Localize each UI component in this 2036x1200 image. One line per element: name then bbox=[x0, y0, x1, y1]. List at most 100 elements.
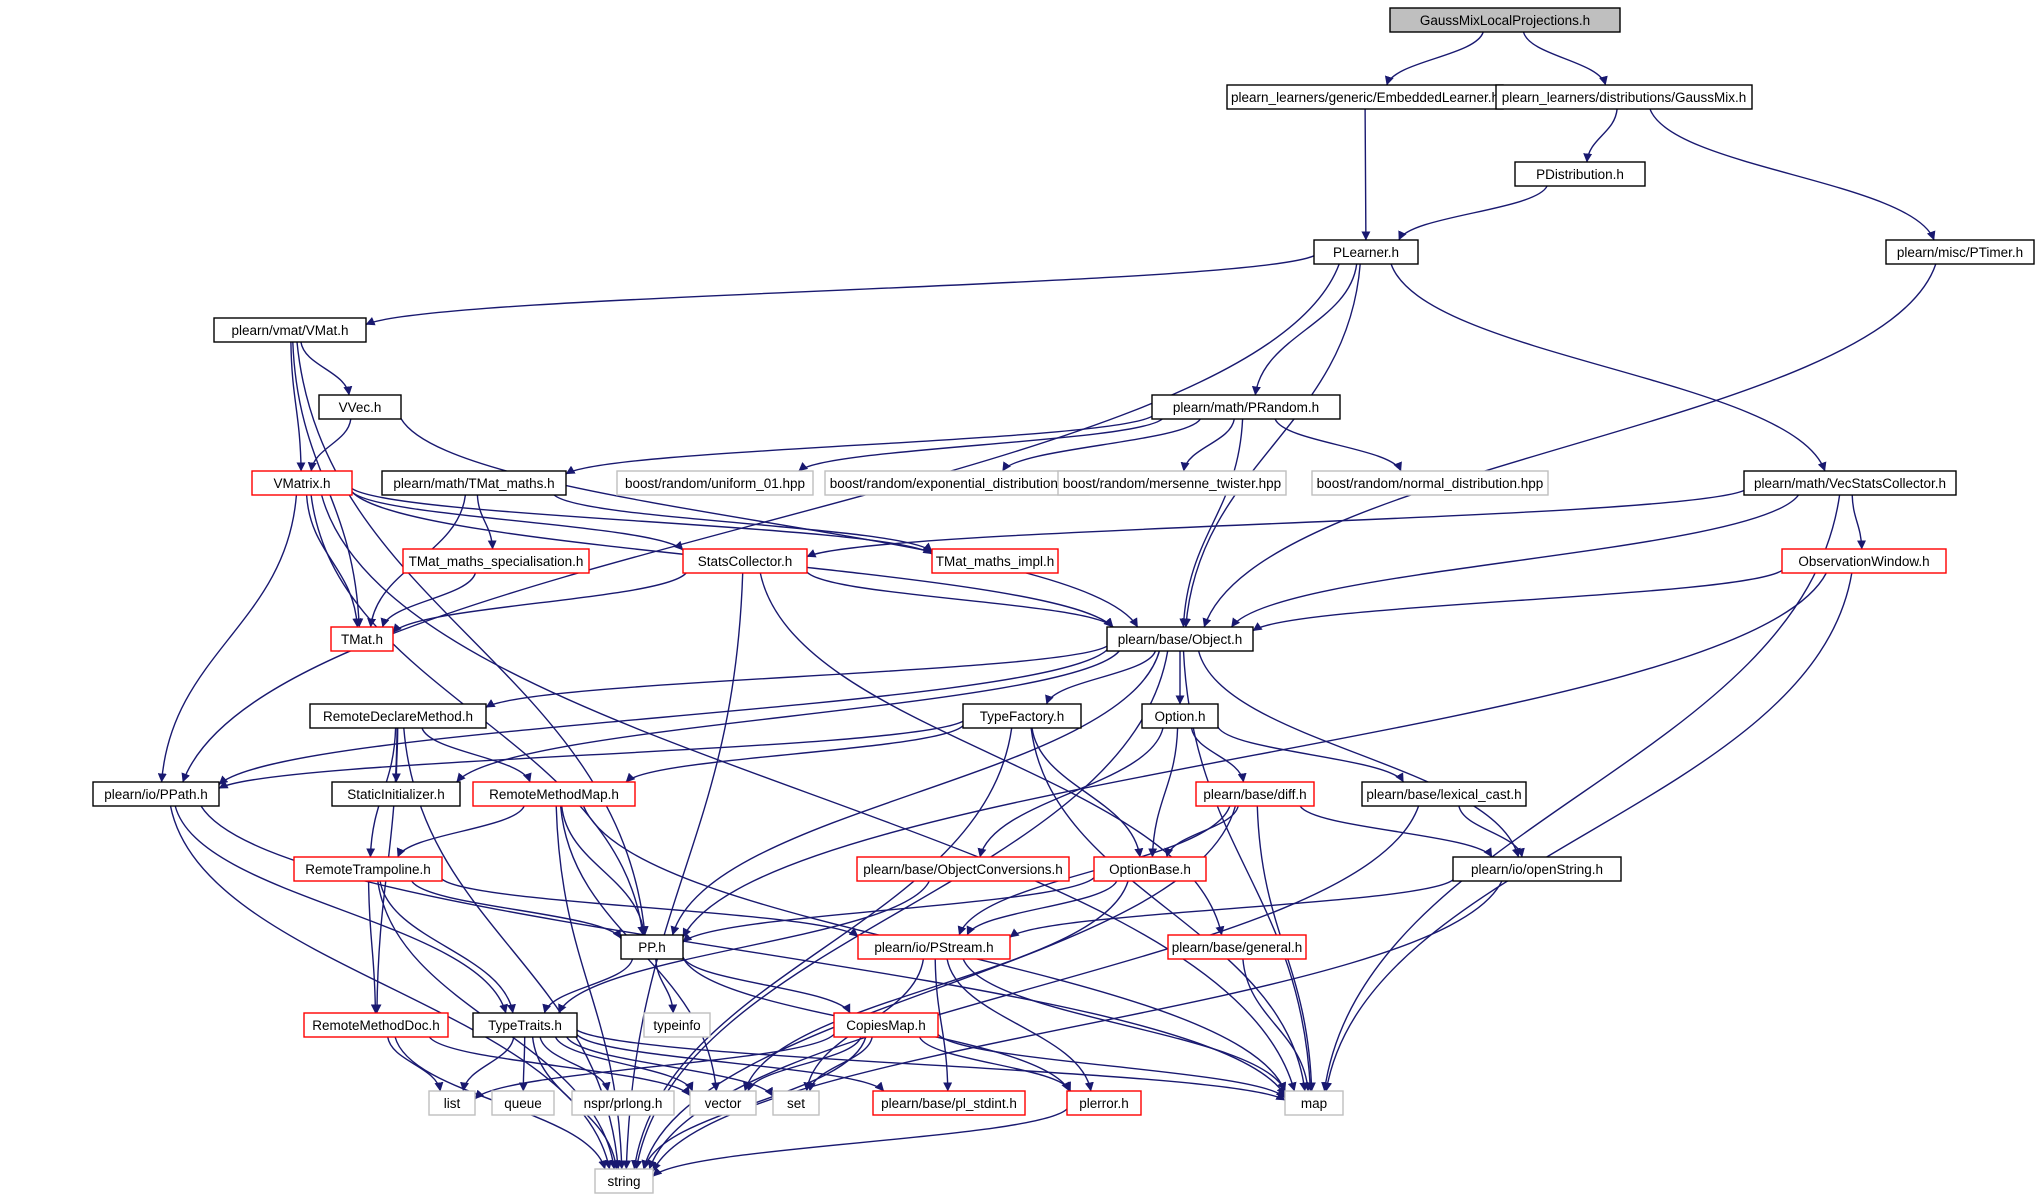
dependency-edge-n6-n34 bbox=[296, 341, 649, 936]
node-set[interactable]: set bbox=[772, 1090, 820, 1116]
node-plearn-io-ppath-h[interactable]: plearn/io/PPath.h bbox=[92, 781, 220, 807]
dependency-edge-n24-n28 bbox=[1190, 727, 1247, 783]
dependency-edge-n21-n22 bbox=[485, 645, 1108, 708]
node-observationwindow-h[interactable]: ObservationWindow.h bbox=[1781, 548, 1947, 574]
dependency-edge-n31-n38 bbox=[558, 880, 930, 1014]
dependency-edge-n9-n17 bbox=[351, 491, 684, 551]
node-option-h[interactable]: Option.h bbox=[1141, 703, 1219, 729]
dependency-edge-n10-n16 bbox=[476, 494, 497, 550]
node-remotemethodmap-h[interactable]: RemoteMethodMap.h bbox=[472, 781, 636, 807]
dependency-edge-n40-n45 bbox=[807, 1036, 873, 1092]
dependency-edge-n2-n3 bbox=[1583, 108, 1618, 163]
node-boost-random-mersenne-twister-hpp[interactable]: boost/random/mersenne_twister.hpp bbox=[1057, 470, 1287, 496]
node-typefactory-h[interactable]: TypeFactory.h bbox=[962, 703, 1082, 729]
node-plearn-learners-distributions-gaussmix-h[interactable]: plearn_learners/distributions/GaussMix.h bbox=[1495, 84, 1753, 110]
node-pp-h[interactable]: PP.h bbox=[620, 934, 684, 960]
node-vector[interactable]: vector bbox=[689, 1090, 757, 1116]
dependency-edge-n38-n41 bbox=[460, 1036, 515, 1092]
node-label: RemoteMethodMap.h bbox=[489, 787, 619, 802]
node-plearn-vmat-vmat-h[interactable]: plearn/vmat/VMat.h bbox=[213, 317, 367, 343]
node-label: plearn_learners/generic/EmbeddedLearner.… bbox=[1231, 90, 1499, 105]
dependency-edge-n32-n35 bbox=[966, 880, 1118, 936]
node-plearn-learners-generic-embeddedlearner-h[interactable]: plearn_learners/generic/EmbeddedLearner.… bbox=[1226, 84, 1504, 110]
dependency-edge-n7-n9 bbox=[307, 418, 352, 472]
node-plearn-base-objectconversions-h[interactable]: plearn/base/ObjectConversions.h bbox=[856, 856, 1070, 882]
dependency-edge-n9-n18 bbox=[351, 488, 933, 555]
node-plearn-base-general-h[interactable]: plearn/base/general.h bbox=[1167, 934, 1307, 960]
node-label: RemoteTrampoline.h bbox=[305, 862, 431, 877]
node-plearn-misc-ptimer-h[interactable]: plearn/misc/PTimer.h bbox=[1885, 239, 2035, 265]
node-statscollector-h[interactable]: StatsCollector.h bbox=[682, 548, 808, 574]
node-nspr-prlong-h[interactable]: nspr/prlong.h bbox=[571, 1090, 675, 1116]
node-box bbox=[472, 781, 636, 807]
dependency-edge-n4-n25 bbox=[181, 263, 1340, 783]
dependency-edge-n21-n23 bbox=[1045, 650, 1157, 705]
node-tmat-h[interactable]: TMat.h bbox=[330, 626, 394, 652]
node-string[interactable]: string bbox=[594, 1168, 654, 1194]
node-plearn-math-vecstatscollector-h[interactable]: plearn/math/VecStatsCollector.h bbox=[1743, 470, 1957, 496]
dependency-edge-n4-n6 bbox=[365, 255, 1315, 326]
dependency-edge-n38-n43 bbox=[539, 1036, 611, 1092]
node-label: VVec.h bbox=[339, 400, 382, 415]
node-plearn-math-prandom-h[interactable]: plearn/math/PRandom.h bbox=[1151, 394, 1341, 420]
dependency-edge-n9-n20 bbox=[305, 494, 362, 628]
node-tmat-maths-specialisation-h[interactable]: TMat_maths_specialisation.h bbox=[402, 548, 590, 574]
node-boost-random-uniform-01-hpp[interactable]: boost/random/uniform_01.hpp bbox=[616, 470, 814, 496]
node-typetraits-h[interactable]: TypeTraits.h bbox=[472, 1012, 578, 1038]
node-boost-random-normal-distribution-hpp[interactable]: boost/random/normal_distribution.hpp bbox=[1311, 470, 1549, 496]
dependency-edge-n21-n33 bbox=[1197, 650, 1521, 858]
dependency-edge-n8-n21 bbox=[1179, 418, 1244, 628]
dependency-edge-n0-n1 bbox=[1384, 31, 1484, 86]
node-remotedeclaremethod-h[interactable]: RemoteDeclareMethod.h bbox=[309, 703, 487, 729]
dependency-edge-n8-n12 bbox=[1002, 418, 1201, 472]
node-box bbox=[1885, 239, 2035, 265]
node-label: queue bbox=[504, 1096, 542, 1111]
node-vmatrix-h[interactable]: VMatrix.h bbox=[251, 470, 353, 496]
node-plearner-h[interactable]: PLearner.h bbox=[1313, 239, 1419, 265]
node-vvec-h[interactable]: VVec.h bbox=[318, 394, 402, 420]
node-box bbox=[689, 1090, 757, 1116]
node-plearn-io-pstream-h[interactable]: plearn/io/PStream.h bbox=[857, 934, 1011, 960]
node-list[interactable]: list bbox=[428, 1090, 476, 1116]
node-plearn-io-openstring-h[interactable]: plearn/io/openString.h bbox=[1452, 856, 1622, 882]
node-tmat-maths-impl-h[interactable]: TMat_maths_impl.h bbox=[931, 548, 1059, 574]
node-copiesmap-h[interactable]: CopiesMap.h bbox=[833, 1012, 939, 1038]
node-box bbox=[381, 470, 567, 496]
dependency-edge-n3-n4 bbox=[1398, 185, 1548, 241]
node-box bbox=[428, 1090, 476, 1116]
node-label: plearn/math/PRandom.h bbox=[1173, 400, 1319, 415]
dependency-edge-n0-n2 bbox=[1522, 31, 1608, 86]
node-remotemethoddoc-h[interactable]: RemoteMethodDoc.h bbox=[303, 1012, 449, 1038]
node-plearn-base-diff-h[interactable]: plearn/base/diff.h bbox=[1195, 781, 1315, 807]
node-boost-random-exponential-distribution-hpp[interactable]: boost/random/exponential_distribution.hp… bbox=[824, 470, 1090, 496]
node-map[interactable]: map bbox=[1284, 1090, 1344, 1116]
node-queue[interactable]: queue bbox=[491, 1090, 555, 1116]
dependency-edge-n16-n20 bbox=[380, 572, 477, 628]
dependency-edge-n27-n30 bbox=[396, 805, 525, 858]
dependency-edge-n10-n18 bbox=[553, 494, 933, 553]
node-label: PDistribution.h bbox=[1536, 167, 1624, 182]
node-label: plearn/base/pl_stdint.h bbox=[881, 1096, 1017, 1111]
node-plerror-h[interactable]: plerror.h bbox=[1066, 1090, 1142, 1116]
node-plearn-base-pl-stdint-h[interactable]: plearn/base/pl_stdint.h bbox=[872, 1090, 1026, 1116]
node-label: plearn/io/PPath.h bbox=[104, 787, 208, 802]
node-label: vector bbox=[705, 1096, 742, 1111]
node-gaussmixlocalprojections-h[interactable]: GaussMixLocalProjections.h bbox=[1389, 7, 1621, 33]
node-remotetrampoline-h[interactable]: RemoteTrampoline.h bbox=[293, 856, 443, 882]
node-plearn-math-tmat-maths-h[interactable]: plearn/math/TMat_maths.h bbox=[381, 470, 567, 496]
node-label: set bbox=[787, 1096, 805, 1111]
node-label: plearn/base/ObjectConversions.h bbox=[863, 862, 1063, 877]
node-label: plearn/base/lexical_cast.h bbox=[1366, 787, 1521, 802]
node-label: list bbox=[444, 1096, 461, 1111]
node-staticinitializer-h[interactable]: StaticInitializer.h bbox=[331, 781, 461, 807]
dependency-edge-n8-n14 bbox=[1274, 418, 1402, 472]
node-plearn-base-lexical-cast-h[interactable]: plearn/base/lexical_cast.h bbox=[1361, 781, 1527, 807]
node-box bbox=[402, 548, 590, 574]
dependency-edge-n15-n19 bbox=[1851, 494, 1867, 550]
node-plearn-base-object-h[interactable]: plearn/base/Object.h bbox=[1106, 626, 1254, 652]
node-typeinfo[interactable]: typeinfo bbox=[643, 1012, 711, 1038]
node-optionbase-h[interactable]: OptionBase.h bbox=[1093, 856, 1207, 882]
node-box bbox=[293, 856, 443, 882]
node-label: TMat_maths_specialisation.h bbox=[409, 554, 584, 569]
node-pdistribution-h[interactable]: PDistribution.h bbox=[1514, 161, 1646, 187]
